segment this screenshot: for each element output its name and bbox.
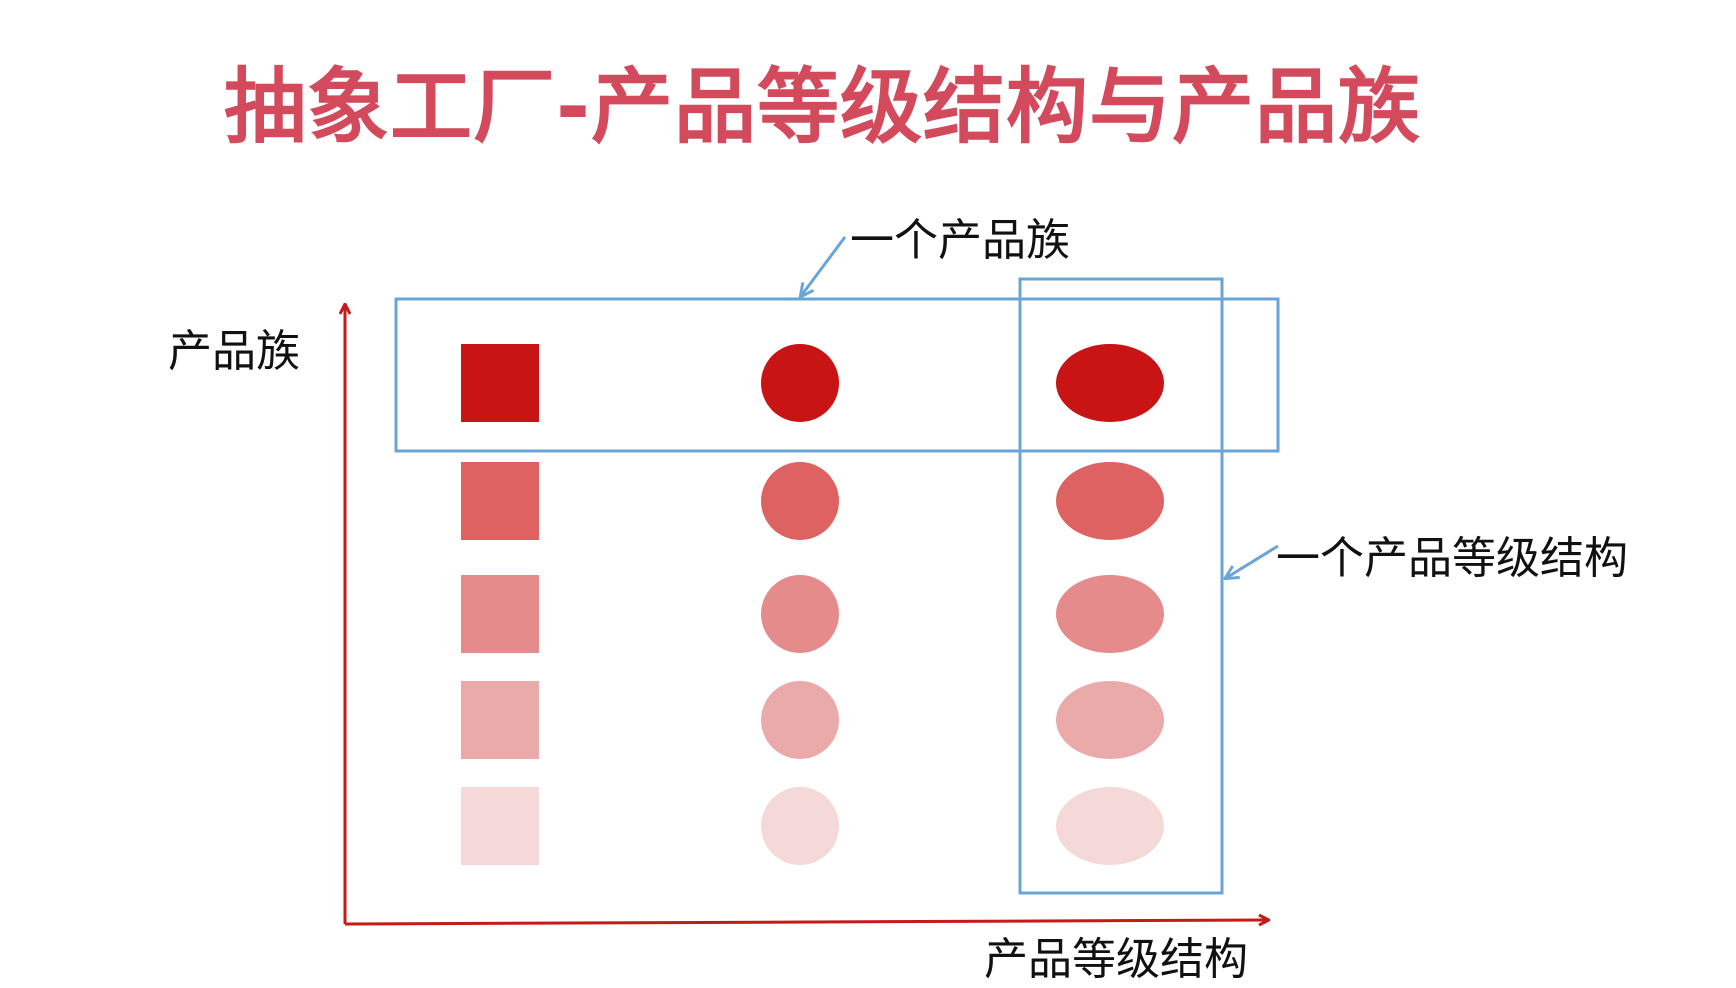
product-grade-box bbox=[1018, 277, 1224, 895]
circle-product-r2 bbox=[761, 462, 839, 540]
square-product-r2 bbox=[461, 462, 539, 540]
square-product-r1 bbox=[461, 344, 539, 422]
one-grade-callout: 一个产品等级结构 bbox=[1276, 533, 1628, 584]
one-grade-callout-arrow bbox=[1226, 544, 1279, 578]
circle-product-r3 bbox=[761, 575, 839, 653]
product-family-box bbox=[394, 297, 1280, 453]
x-axis bbox=[344, 920, 1268, 924]
shape-grid bbox=[461, 344, 1164, 865]
ellipse-product-r2 bbox=[1056, 462, 1164, 540]
square-product-r5 bbox=[461, 787, 539, 865]
ellipse-product-r5 bbox=[1056, 787, 1164, 865]
square-product-r4 bbox=[461, 681, 539, 759]
ellipse-product-r4 bbox=[1056, 681, 1164, 759]
page-title: 抽象工厂-产品等级结构与产品族 bbox=[224, 60, 1422, 155]
y-axis-label: 产品族 bbox=[168, 326, 300, 377]
ellipse-product-r3 bbox=[1056, 575, 1164, 653]
x-axis-label: 产品等级结构 bbox=[984, 934, 1248, 985]
ellipse-product-r1 bbox=[1056, 344, 1164, 422]
square-product-r3 bbox=[461, 575, 539, 653]
circle-product-r5 bbox=[761, 787, 839, 865]
circle-product-r1 bbox=[761, 344, 839, 422]
circle-product-r4 bbox=[761, 681, 839, 759]
one-family-callout: 一个产品族 bbox=[850, 215, 1070, 266]
one-family-callout-arrow bbox=[801, 236, 847, 296]
